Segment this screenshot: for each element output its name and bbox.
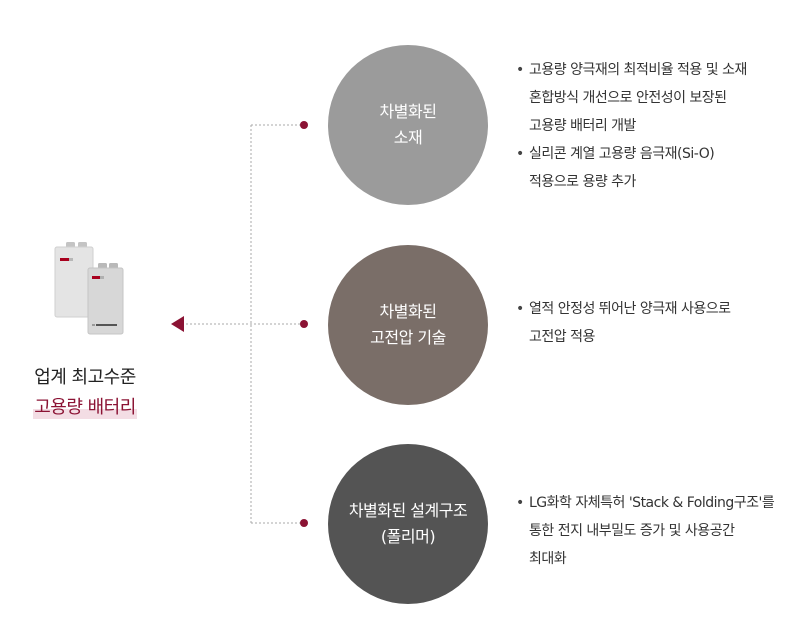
- dot-middle: [300, 320, 308, 328]
- material-description: 고용량 양극재의 최적비율 적용 및 소재 혼합방식 개선으로 안전성이 보장된…: [512, 56, 807, 196]
- circle-high-voltage-line2: 고전압 기술: [370, 325, 446, 351]
- bullet-line: 혼합방식 개선으로 안전성이 보장된: [529, 84, 807, 112]
- bullet-item: 실리콘 계열 고용량 음극재(Si-O) 적용으로 용량 추가: [512, 140, 807, 196]
- bullet-line: 적용으로 용량 추가: [529, 168, 807, 196]
- circle-design: 차별화된 설계구조 (폴리머): [328, 444, 488, 604]
- dot-top: [300, 121, 308, 129]
- bullet-line: 최대화: [529, 545, 807, 573]
- high-voltage-description: 열적 안정성 뛰어난 양극재 사용으로 고전압 적용: [512, 295, 807, 351]
- circle-high-voltage-line1: 차별화된: [380, 299, 437, 325]
- circle-high-voltage: 차별화된 고전압 기술: [328, 245, 488, 405]
- dot-bottom: [300, 519, 308, 527]
- circle-material-line1: 차별화된: [380, 99, 437, 125]
- bullet-line: LG화학 자체특허 'Stack & Folding구조'를: [529, 489, 807, 517]
- bullet-item: LG화학 자체특허 'Stack & Folding구조'를 통한 전지 내부밀…: [512, 489, 807, 573]
- circle-material: 차별화된 소재: [328, 45, 488, 205]
- bullet-line: 고전압 적용: [529, 323, 807, 351]
- bullet-line: 고용량 양극재의 최적비율 적용 및 소재: [529, 56, 807, 84]
- circle-material-line2: 소재: [394, 125, 422, 151]
- circle-design-line1: 차별화된 설계구조: [349, 498, 467, 524]
- arrow-left-icon: [171, 316, 184, 332]
- bullet-line: 실리콘 계열 고용량 음극재(Si-O): [529, 140, 807, 168]
- circle-design-line2: (폴리머): [381, 524, 435, 550]
- bullet-item: 고용량 양극재의 최적비율 적용 및 소재 혼합방식 개선으로 안전성이 보장된…: [512, 56, 807, 140]
- design-description: LG화학 자체특허 'Stack & Folding구조'를 통한 전지 내부밀…: [512, 489, 807, 573]
- bullet-item: 열적 안정성 뛰어난 양극재 사용으로 고전압 적용: [512, 295, 807, 351]
- bullet-line: 통한 전지 내부밀도 증가 및 사용공간: [529, 517, 807, 545]
- bullet-line: 열적 안정성 뛰어난 양극재 사용으로: [529, 295, 807, 323]
- bullet-line: 고용량 배터리 개발: [529, 112, 807, 140]
